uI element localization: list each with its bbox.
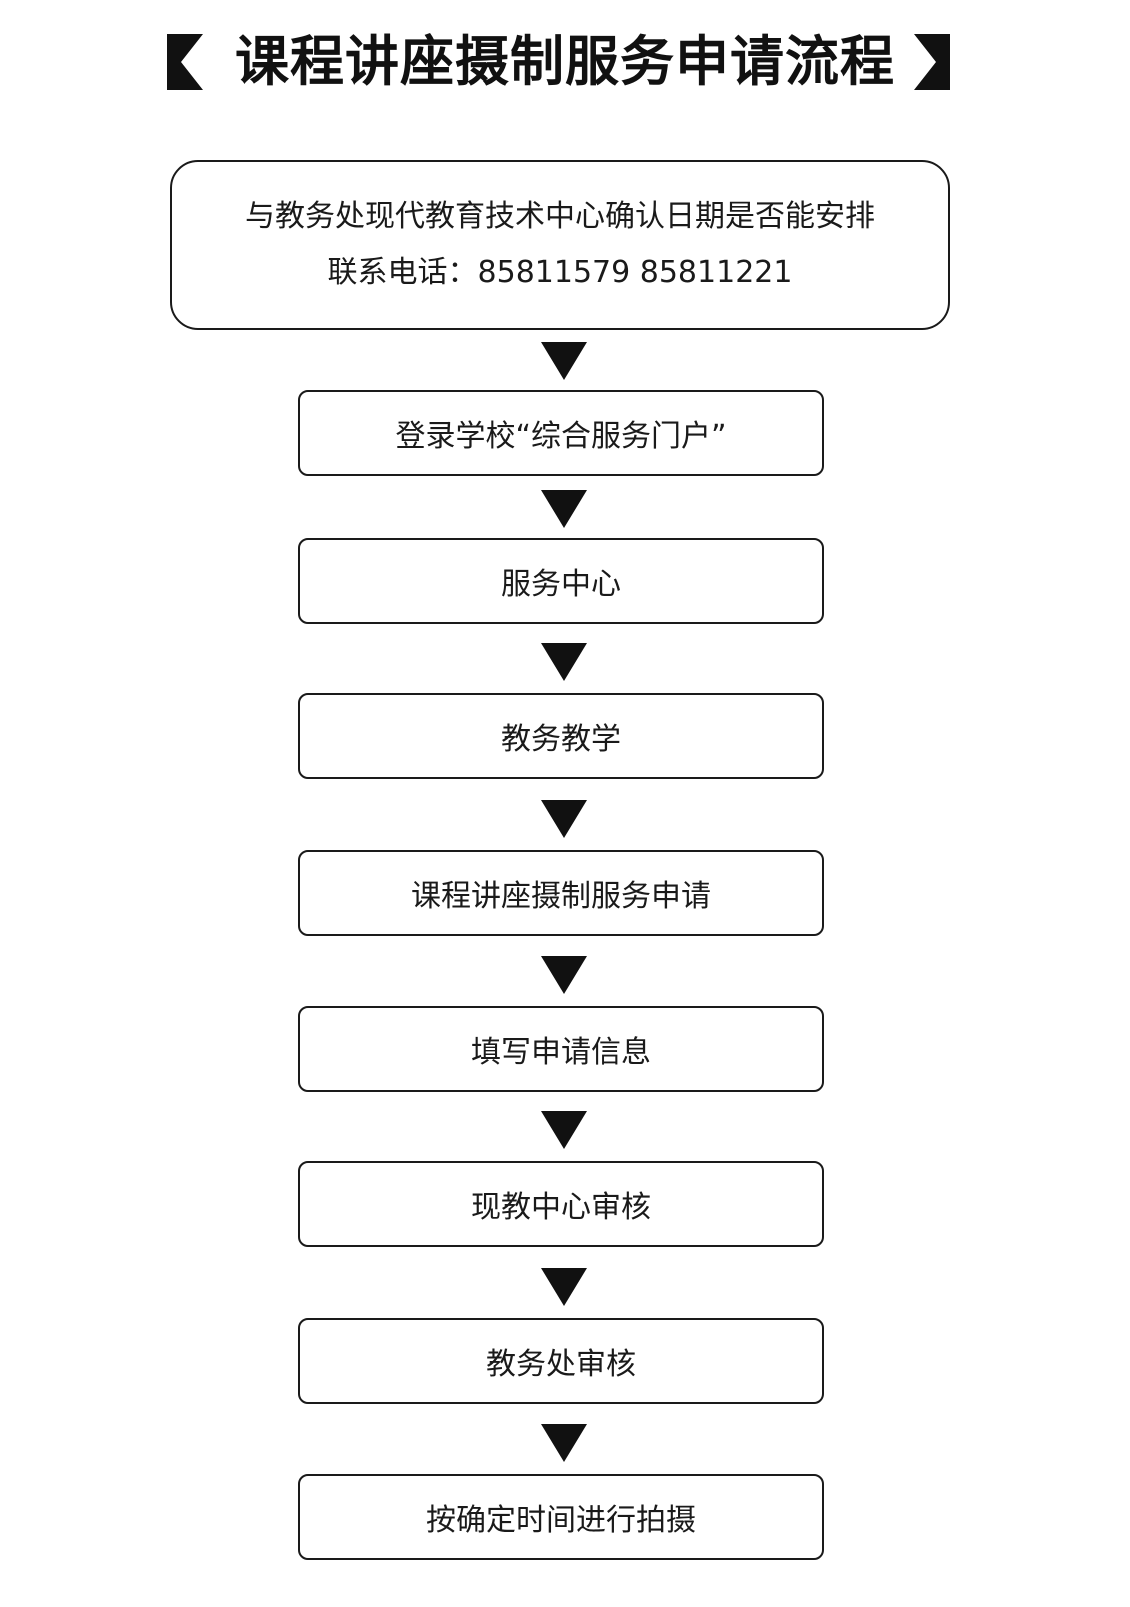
down-arrow-icon (541, 490, 587, 528)
flow-step-filming-request: 课程讲座摄制服务申请 (298, 850, 824, 936)
step-text-confirm-date: 与教务处现代教育技术中心确认日期是否能安排 (245, 199, 875, 234)
down-arrow-icon (541, 342, 587, 380)
flow-step-service-center: 服务中心 (298, 538, 824, 624)
flow-step-filming: 按确定时间进行拍摄 (298, 1474, 824, 1560)
down-arrow-icon (541, 800, 587, 838)
flow-step-fill-info: 填写申请信息 (298, 1006, 824, 1092)
step-label: 填写申请信息 (471, 1035, 651, 1070)
page-title-row: 课程讲座摄制服务申请流程 (0, 28, 1130, 96)
step-label: 课程讲座摄制服务申请 (411, 879, 711, 914)
step-label: 服务中心 (501, 567, 621, 602)
flow-step-office-review: 教务处审核 (298, 1318, 824, 1404)
step-text-contact-phone: 联系电话：85811579 85811221 (327, 255, 793, 290)
down-arrow-icon (541, 1268, 587, 1306)
down-arrow-icon (541, 643, 587, 681)
step-label: 登录学校“综合服务门户” (395, 419, 727, 454)
step-label: 教务教学 (501, 722, 621, 757)
step-label: 教务处审核 (486, 1347, 636, 1382)
flow-step-academic-affairs: 教务教学 (298, 693, 824, 779)
down-arrow-icon (541, 1424, 587, 1462)
left-bracket-icon (167, 34, 203, 90)
page-title: 课程讲座摄制服务申请流程 (235, 30, 895, 93)
flow-step-confirm-date: 与教务处现代教育技术中心确认日期是否能安排 联系电话：85811579 8581… (170, 160, 950, 330)
right-bracket-icon (914, 34, 950, 90)
down-arrow-icon (541, 956, 587, 994)
down-arrow-icon (541, 1111, 587, 1149)
flow-step-login-portal: 登录学校“综合服务门户” (298, 390, 824, 476)
flow-step-center-review: 现教中心审核 (298, 1161, 824, 1247)
step-label: 现教中心审核 (471, 1190, 651, 1225)
step-label: 按确定时间进行拍摄 (426, 1503, 696, 1538)
